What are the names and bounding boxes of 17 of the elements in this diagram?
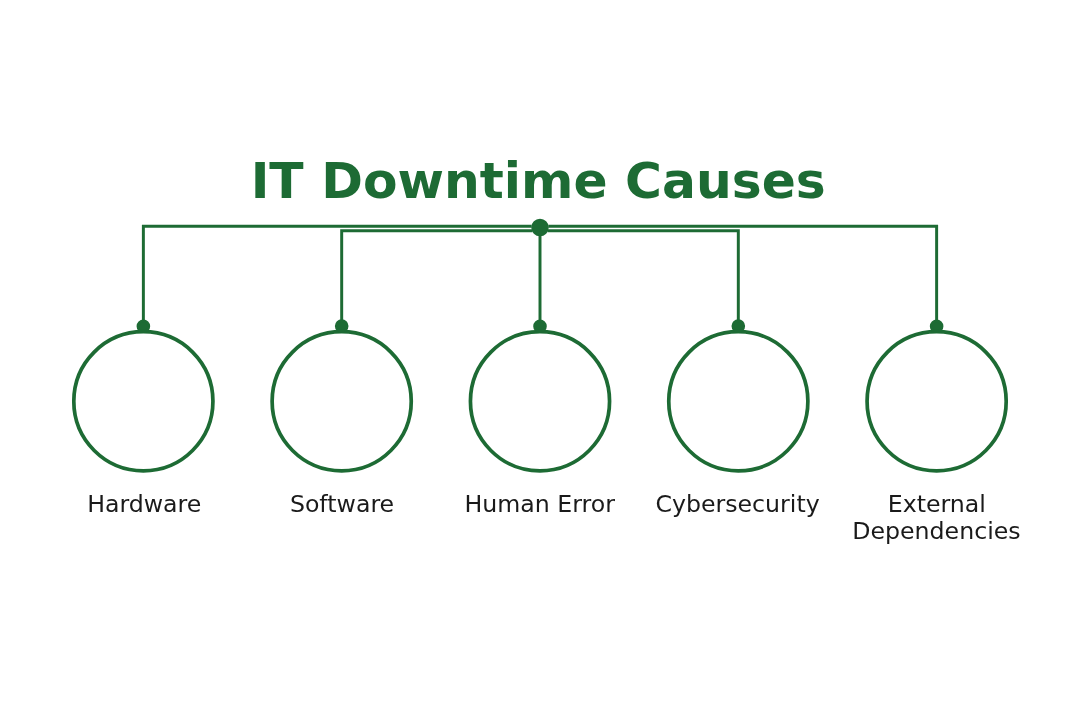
node-label: Hardware xyxy=(87,489,202,518)
connector xyxy=(533,235,547,333)
node-circle xyxy=(666,329,810,473)
node-circle xyxy=(531,218,549,236)
node-label: Software xyxy=(289,489,395,518)
connector xyxy=(334,228,533,333)
connector xyxy=(136,224,532,333)
diagram-title: IT Downtime Causes xyxy=(250,150,826,210)
node-label: Human Error xyxy=(464,489,616,518)
node-circle xyxy=(71,329,215,473)
node-circle xyxy=(865,329,1009,473)
node-label: Cybersecurity xyxy=(655,489,820,518)
node-circle xyxy=(468,329,612,473)
node-circle xyxy=(270,329,414,473)
connector xyxy=(548,224,944,333)
node-label: External Dependencies xyxy=(852,489,1021,545)
connector xyxy=(547,228,746,333)
